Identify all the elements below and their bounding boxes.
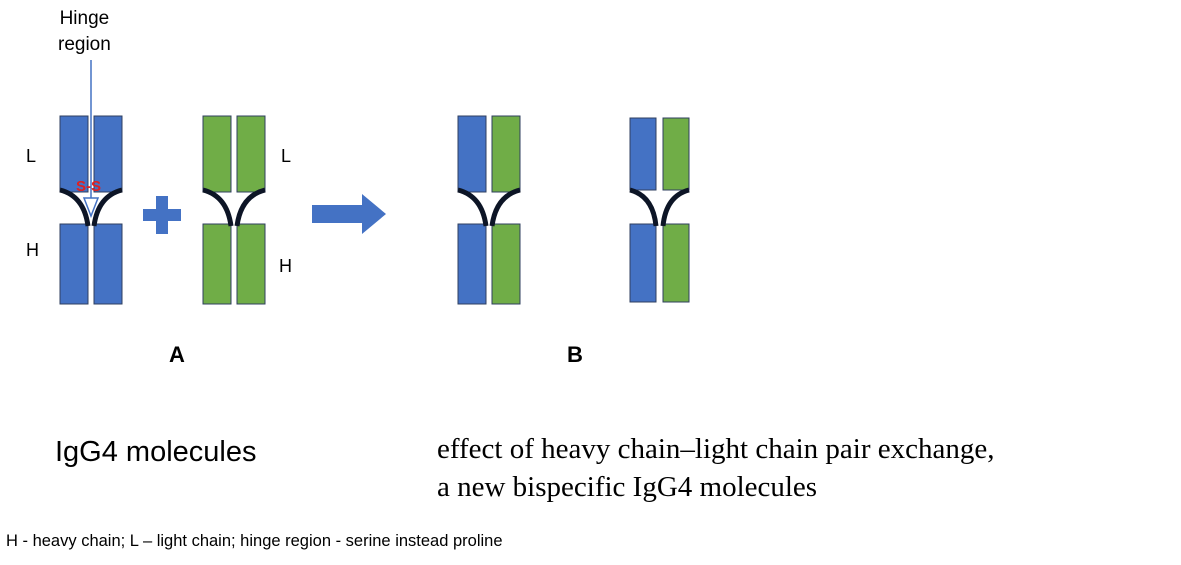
light-chain-right: [236, 115, 266, 193]
light-chain-label-right: L: [281, 146, 292, 166]
hinge-curve-left: [629, 187, 659, 227]
light-chain-left: [629, 117, 657, 191]
heavy-chain-label-right: H: [279, 256, 292, 276]
panel-a-label: A: [169, 342, 185, 367]
panel-b-label: B: [567, 342, 583, 367]
heavy-chain-label-left: H: [26, 240, 39, 260]
footnote-legend: H - heavy chain; L – light chain; hinge …: [6, 532, 503, 550]
hinge-pointer-arrow: [82, 60, 100, 219]
heavy-chain-right: [93, 223, 123, 305]
light-chain-right: [93, 115, 123, 193]
heavy-chain-right: [491, 223, 521, 305]
hinge-label-line2: region: [58, 34, 111, 55]
hinge-curve-right: [660, 187, 690, 227]
heavy-chain-left: [59, 223, 89, 305]
hinge-curve-left: [457, 187, 489, 227]
hinge-region-label: Hinge region: [58, 6, 111, 58]
caption-igg4-molecules: IgG4 molecules: [55, 436, 257, 468]
disulfide-bond-label: S-S: [76, 178, 102, 195]
igg4-molecule-green: [202, 115, 266, 305]
bispecific-molecule-1: [457, 115, 521, 305]
light-chain-left: [59, 115, 89, 193]
right-arrow-icon: [312, 194, 386, 234]
heavy-chain-left: [457, 223, 487, 305]
igg4-molecule-blue: [59, 115, 123, 305]
light-chain-left: [202, 115, 232, 193]
bispecific-molecule-2: [629, 117, 690, 303]
light-chain-left: [457, 115, 487, 193]
heavy-chain-right: [236, 223, 266, 305]
hinge-curve-right: [489, 187, 521, 227]
heavy-chain-left: [202, 223, 232, 305]
caption-b-line1: effect of heavy chain–light chain pair e…: [437, 433, 995, 465]
caption-pair-exchange: effect of heavy chain–light chain pair e…: [437, 430, 994, 506]
light-chain-right: [491, 115, 521, 193]
hinge-curve-left: [59, 187, 91, 227]
hinge-curve-right: [234, 187, 266, 227]
caption-b-line2: a new bispecific IgG4 molecules: [437, 471, 818, 503]
hinge-label-line1: Hinge: [59, 8, 110, 29]
plus-icon: [143, 196, 181, 234]
heavy-chain-right: [662, 223, 690, 303]
hinge-curve-right: [91, 187, 123, 227]
hinge-curve-left: [202, 187, 234, 227]
light-chain-label-left: L: [26, 146, 37, 166]
heavy-chain-left: [629, 223, 657, 303]
light-chain-right: [662, 117, 690, 191]
